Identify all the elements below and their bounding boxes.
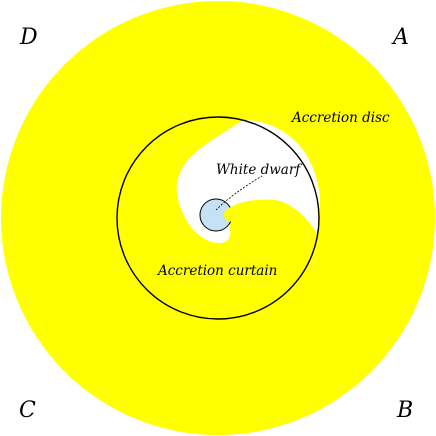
corner-label-a: A: [391, 25, 409, 50]
accretion-curtain-label: Accretion curtain: [156, 263, 277, 279]
corner-label-b: B: [396, 398, 413, 423]
magnetosphere-boundary: [116, 116, 320, 320]
corner-label-c: C: [19, 398, 36, 423]
accretion-disc-label: Accretion disc: [290, 110, 390, 126]
accretion-curtain: [223, 199, 266, 222]
white-dwarf-label: White dwarf: [216, 162, 302, 178]
white-dwarf-leader-line: [215, 175, 263, 211]
corner-label-d: D: [19, 25, 38, 50]
